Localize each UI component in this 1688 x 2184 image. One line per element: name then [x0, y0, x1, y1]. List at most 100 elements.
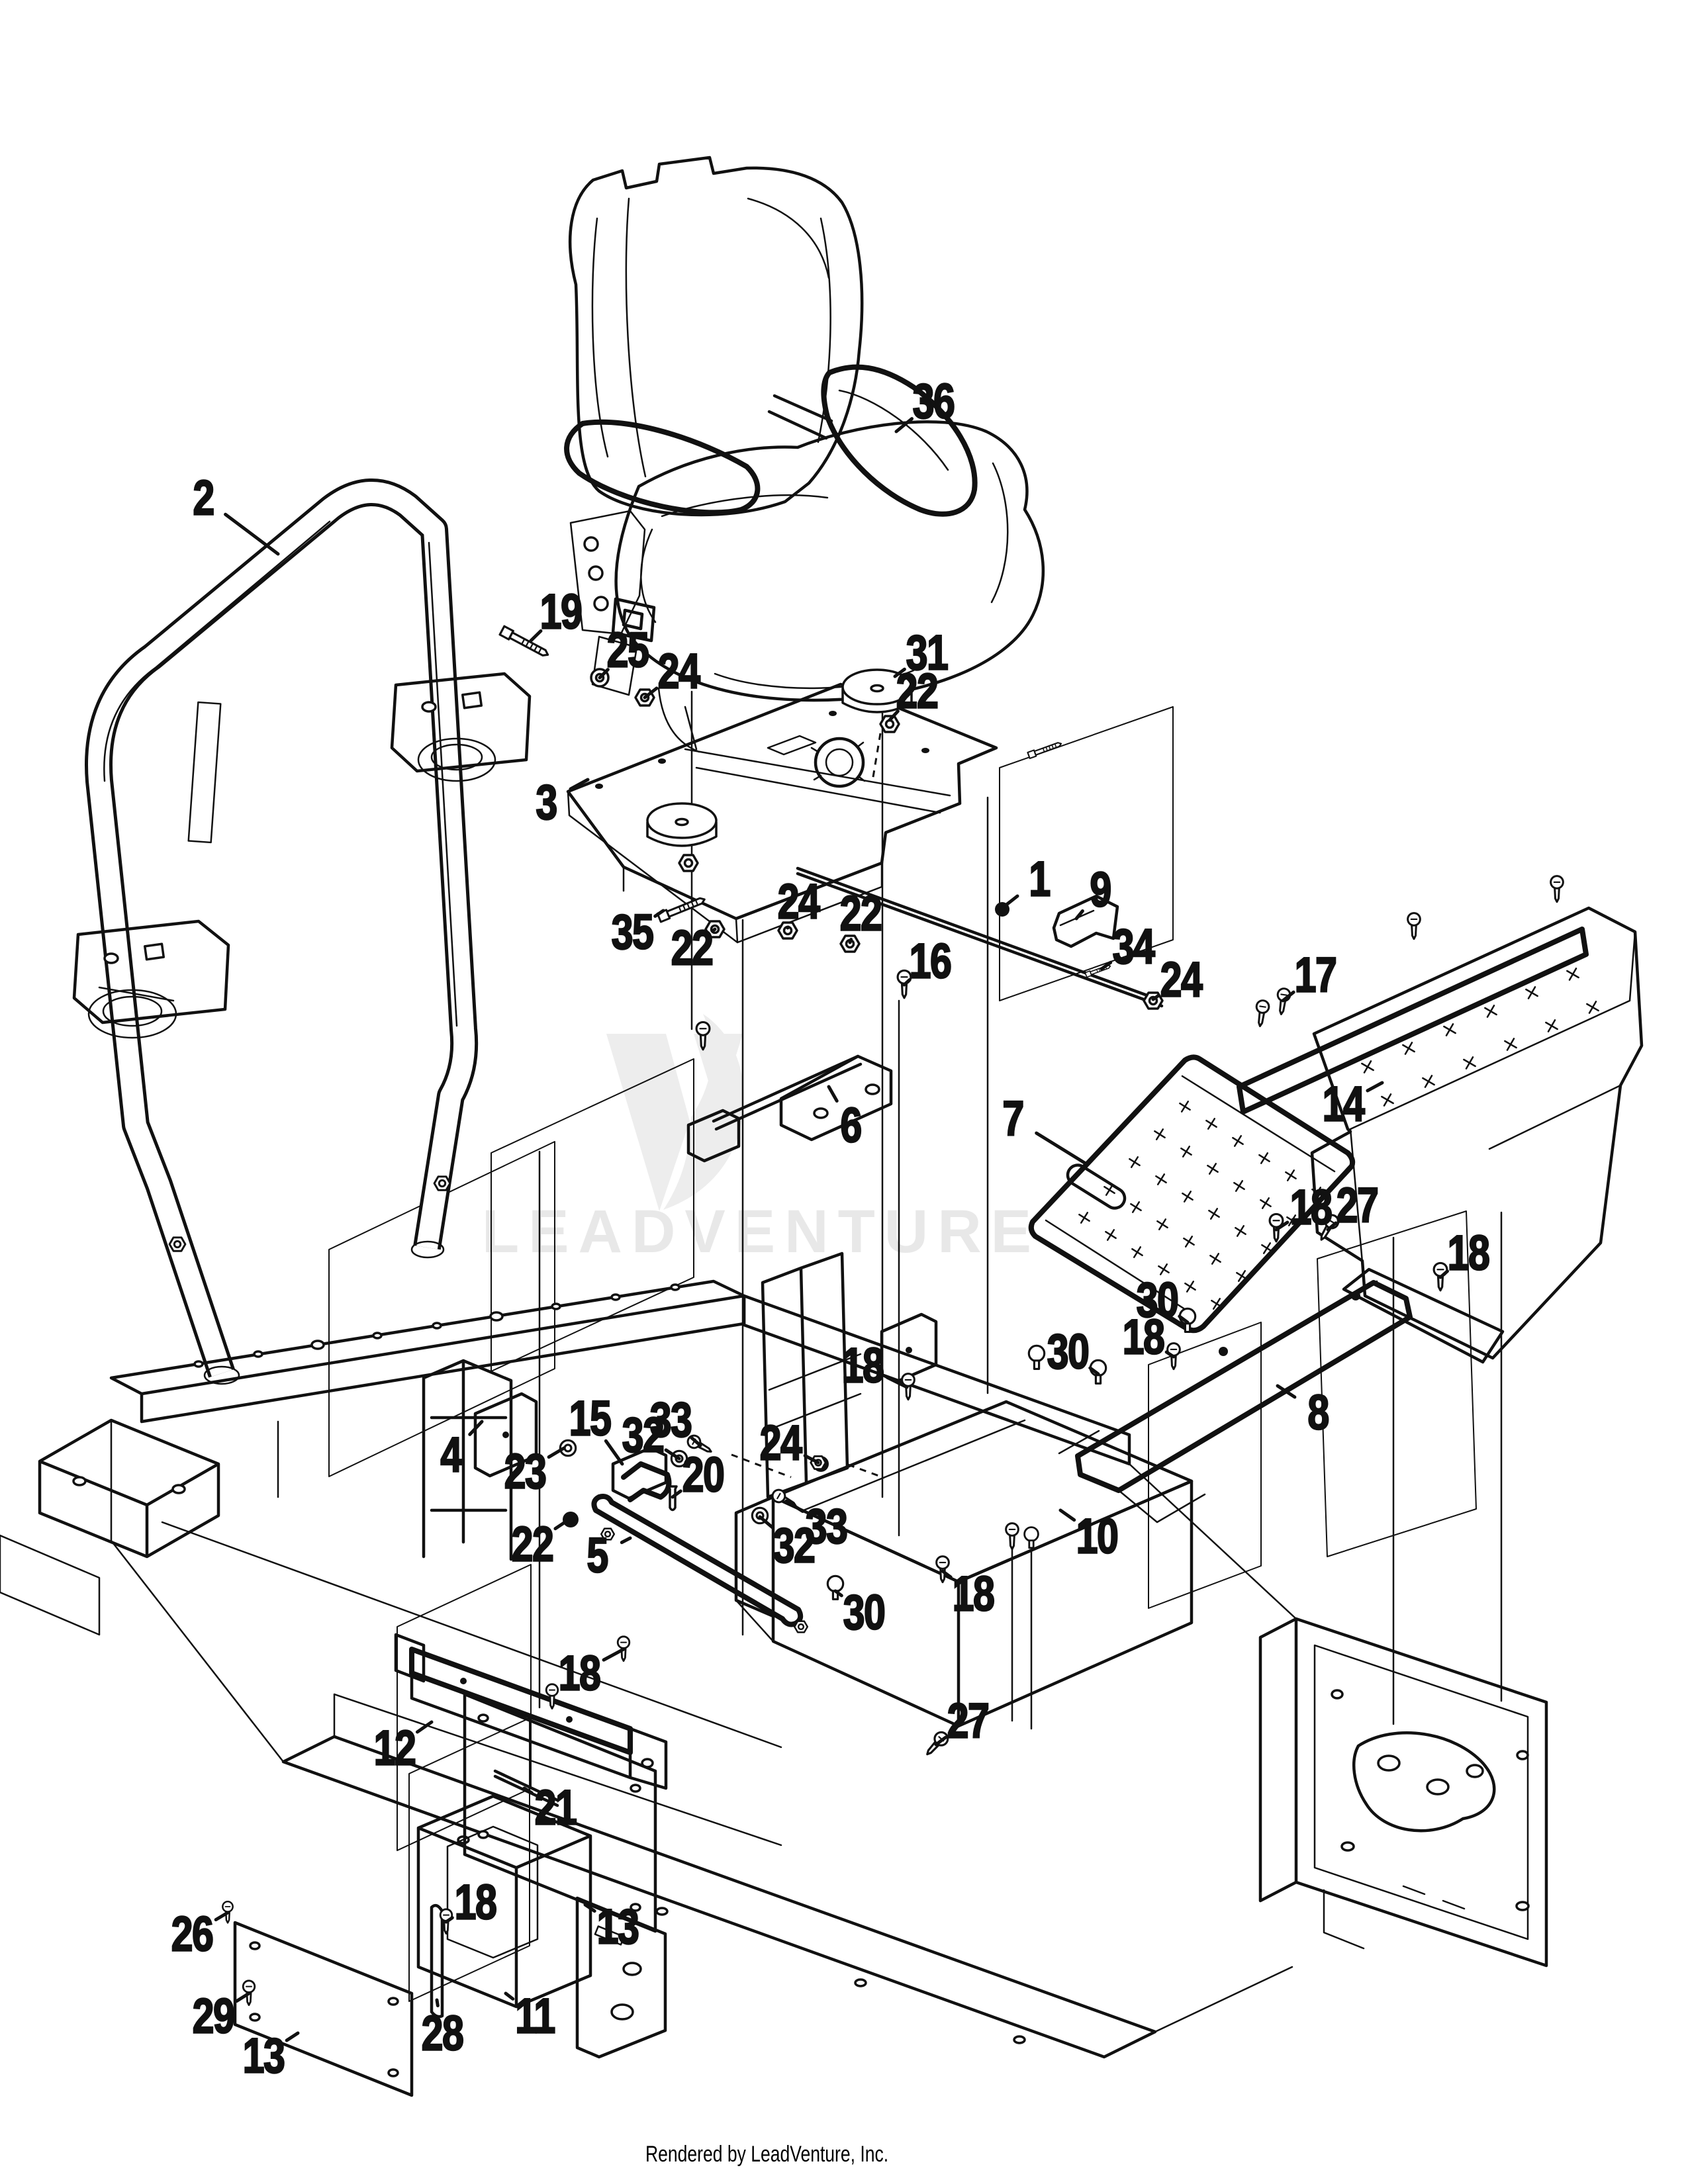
callout-1: 1: [1028, 850, 1051, 907]
roll-bar: [72, 478, 532, 1385]
leader-line: [653, 909, 665, 918]
callout-19: 19: [539, 583, 583, 640]
callout-29: 29: [192, 1987, 236, 2044]
leader-line: [827, 1085, 839, 1103]
leader-line: [643, 686, 659, 700]
leader-line: [224, 512, 280, 556]
callout-3: 3: [535, 774, 558, 831]
seat: [564, 156, 1045, 814]
watermark-text: LEADVENTURE: [482, 1198, 1041, 1265]
leader-line: [602, 1647, 626, 1662]
leader-line: [1366, 1081, 1384, 1093]
callout-16: 16: [909, 933, 953, 989]
callout-24: 24: [1160, 951, 1203, 1008]
callout-27: 27: [1336, 1177, 1380, 1234]
leader-line: [1058, 1508, 1076, 1522]
leader-line: [214, 1911, 230, 1922]
leader-line: [1281, 990, 1295, 1003]
leader-line: [235, 1991, 251, 2003]
callout-11: 11: [514, 1987, 556, 2044]
callout-24: 24: [657, 643, 701, 700]
leader-line: [902, 978, 912, 987]
leader-line: [888, 709, 900, 722]
floor-plate: [1028, 1054, 1356, 1334]
callout-22: 22: [839, 885, 883, 942]
leader-line: [598, 668, 610, 680]
callout-18: 18: [558, 1645, 602, 1702]
leader-line: [893, 667, 906, 678]
leader-line: [1035, 1131, 1088, 1165]
callout-2: 2: [192, 469, 215, 526]
callout-33: 33: [649, 1391, 693, 1448]
callout-18: 18: [841, 1337, 885, 1394]
callout-8: 8: [1307, 1384, 1330, 1441]
projection-planes: [328, 680, 1503, 2002]
leader-line: [553, 1518, 570, 1531]
leader-line: [886, 1376, 909, 1389]
callout-24: 24: [759, 1414, 803, 1471]
callout-14: 14: [1322, 1075, 1366, 1132]
callout-33: 33: [805, 1498, 849, 1555]
callout-13: 13: [596, 1898, 640, 1955]
leader-line: [1276, 1384, 1297, 1399]
leader-line: [285, 2031, 300, 2042]
leader-line: [664, 1448, 681, 1461]
leader-line: [444, 1916, 454, 1924]
fender-cover: [1237, 875, 1644, 1364]
callout-25: 25: [606, 621, 650, 678]
leader-line: [604, 1439, 624, 1466]
callout-18: 18: [1447, 1224, 1491, 1281]
callout-27: 27: [947, 1692, 990, 1749]
callout-22: 22: [896, 662, 939, 719]
callout-7: 7: [1002, 1090, 1025, 1147]
leader-line: [583, 1903, 596, 1913]
callout-36: 36: [912, 373, 956, 430]
leader-line: [1088, 1366, 1100, 1376]
leader-line: [1151, 993, 1160, 1001]
callout-21: 21: [534, 1779, 578, 1836]
leader-line: [1164, 1350, 1176, 1359]
callout-31: 31: [906, 624, 949, 681]
support-plate-8: [1005, 1280, 1413, 1551]
callout-34: 34: [1112, 918, 1156, 975]
leader-line: [894, 417, 914, 433]
callout-18: 18: [1122, 1308, 1166, 1365]
callout-28: 28: [421, 2005, 465, 2062]
leader-line: [1000, 894, 1019, 910]
frame: [0, 1251, 1548, 2059]
leader-line: [1178, 1314, 1190, 1324]
callout-10: 10: [1076, 1508, 1119, 1565]
callout-18: 18: [454, 1874, 498, 1931]
slide-bracket: [686, 969, 912, 1163]
callout-17: 17: [1294, 946, 1338, 1003]
callout-32: 32: [773, 1517, 816, 1574]
leader-line: [941, 1569, 953, 1579]
callout-13: 13: [242, 2027, 286, 2084]
callout-22: 22: [511, 1516, 555, 1572]
callout-22: 22: [671, 919, 714, 976]
leader-line: [620, 1536, 632, 1545]
leader-line: [833, 1589, 843, 1598]
callout-5: 5: [586, 1527, 609, 1584]
leader-line: [934, 1735, 947, 1747]
callout-24: 24: [777, 873, 821, 930]
callout-18: 18: [1289, 1179, 1333, 1236]
callout-20: 20: [682, 1446, 726, 1503]
callout-18: 18: [952, 1565, 996, 1622]
callout-15: 15: [569, 1390, 612, 1447]
callout-30: 30: [843, 1584, 886, 1641]
leader-line: [1074, 909, 1084, 921]
leader-line: [468, 1420, 484, 1436]
leader-line: [529, 629, 543, 643]
callout-4: 4: [440, 1426, 463, 1483]
leadventure-flame-icon: [606, 1014, 744, 1211]
leader-line: [1100, 960, 1113, 971]
leader-line: [1274, 1220, 1289, 1232]
battery-compartment: [222, 1633, 668, 2097]
callout-30: 30: [1136, 1271, 1180, 1328]
leader-line: [690, 1436, 702, 1447]
callout-leader-lines: [214, 417, 1449, 2042]
callout-30: 30: [1047, 1323, 1090, 1380]
